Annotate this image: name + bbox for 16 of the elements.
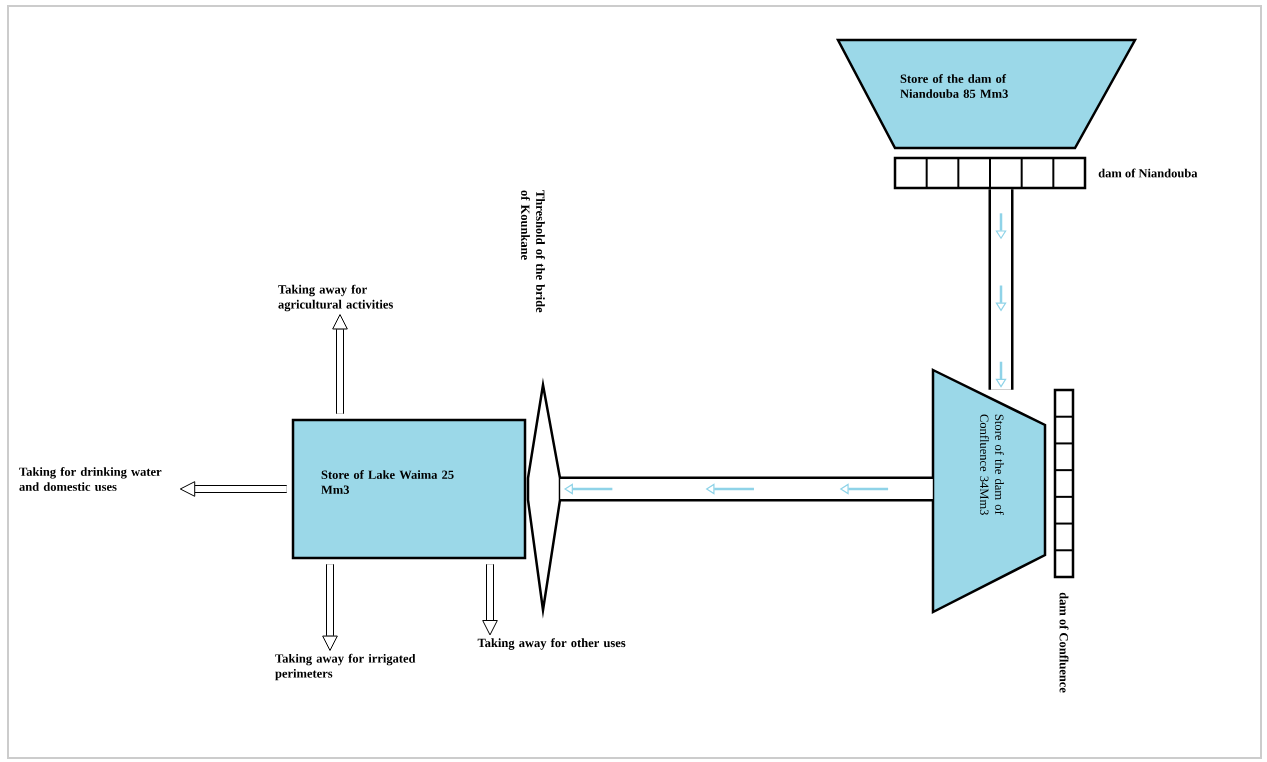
hollow-arrow [482, 564, 498, 636]
use-label: Taking away for irrigated perimeters [275, 653, 416, 681]
hollow-arrow [179, 481, 287, 497]
dam-bar [1053, 388, 1075, 579]
use-label: Taking away for other uses [477, 638, 626, 650]
lake-box: Store of Lake Waima 25 Mm3 [291, 418, 527, 560]
hollow-arrow [322, 564, 338, 651]
hollow-arrow [332, 314, 348, 414]
use-label: Taking away for agricultural activities [278, 284, 393, 312]
channel [988, 189, 1014, 390]
threshold-label: Threshold of the bride of Kounkane [521, 190, 545, 313]
dam-bar [893, 156, 1087, 190]
dam-label: dam of Niandouba [1098, 168, 1198, 178]
channel [560, 476, 933, 502]
dam-label: dam of Confluence [1059, 592, 1069, 693]
use-label: Taking for drinking water and domestic uses [19, 467, 162, 491]
